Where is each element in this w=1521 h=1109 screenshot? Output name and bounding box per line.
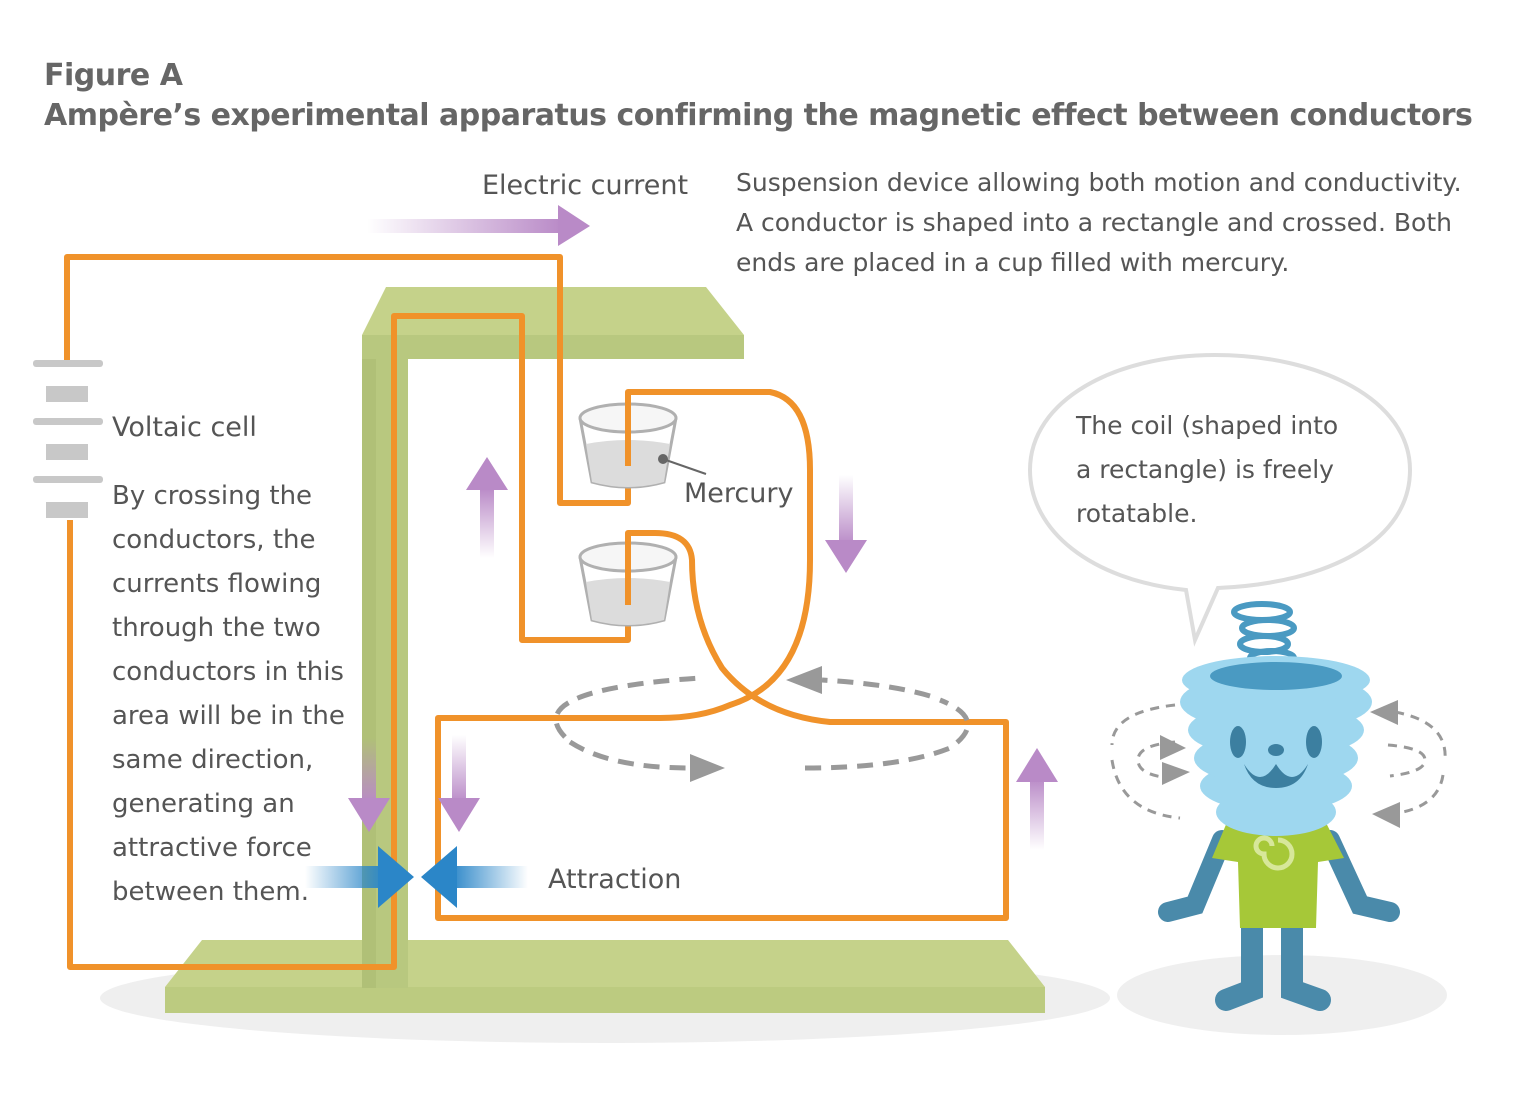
current-arrow-down-pillar xyxy=(348,738,390,832)
speech-bubble-line: The coil (shaped into xyxy=(1076,411,1339,440)
spin-indicator-right xyxy=(1387,710,1447,816)
crossing-note-line: conductors, the xyxy=(112,525,316,555)
spin-indicator-left xyxy=(1110,703,1181,820)
figure-label: Figure A xyxy=(44,58,183,93)
crossing-note-line: By crossing the xyxy=(112,481,313,511)
speech-bubble-line: a rectangle) is freely xyxy=(1076,455,1334,484)
right-eye xyxy=(1306,726,1322,758)
spring-icon xyxy=(1231,601,1297,668)
crossing-note-line: attractive force xyxy=(112,833,312,863)
electric-current-label: Electric current xyxy=(482,170,689,201)
crossing-note-line: generating an xyxy=(112,789,295,819)
coil-character xyxy=(1110,601,1447,1011)
rotation-indicator xyxy=(553,666,971,782)
current-arrow-down-coil xyxy=(438,735,480,832)
mouth xyxy=(1244,764,1308,788)
attraction-arrow-right xyxy=(305,846,414,908)
crossing-note-line: through the two xyxy=(112,613,321,643)
crossing-note-line: between them. xyxy=(112,877,309,907)
speech-bubble xyxy=(1027,352,1413,647)
speech-bubble-text: The coil (shaped into a rectangle) is fr… xyxy=(1076,404,1338,536)
crossing-note-line: same direction, xyxy=(112,745,314,775)
crossing-note-line: conductors in this xyxy=(112,657,344,687)
stand-base xyxy=(165,940,1045,1013)
voltaic-cell-icon xyxy=(33,360,103,518)
suspension-note-line: ends are placed in a cup filled with mer… xyxy=(736,248,1290,277)
left-eye xyxy=(1230,726,1246,758)
mercury-cup-lower xyxy=(578,540,678,627)
attraction-arrow-left xyxy=(421,846,528,908)
mercury-label: Mercury xyxy=(684,478,794,509)
suspension-note-line: Suspension device allowing both motion a… xyxy=(736,168,1462,197)
attraction-label: Attraction xyxy=(548,864,682,895)
current-arrow-up-left xyxy=(466,457,508,558)
suspension-note-line: A conductor is shaped into a rectangle a… xyxy=(736,208,1452,237)
current-arrow-down-right xyxy=(825,475,867,573)
suspension-note: Suspension device allowing both motion a… xyxy=(736,163,1462,283)
mercury-cup-upper xyxy=(578,402,707,489)
current-arrow-top xyxy=(367,205,590,246)
voltaic-cell-label: Voltaic cell xyxy=(112,412,257,443)
stand-arm xyxy=(362,287,744,359)
crossing-note-line: area will be in the xyxy=(112,701,345,731)
crossing-note-line: currents flowing xyxy=(112,569,322,599)
speech-bubble-line: rotatable. xyxy=(1076,499,1198,528)
wire-circuit xyxy=(64,254,1009,970)
figure-title: Ampère’s experimental apparatus confirmi… xyxy=(44,98,1473,133)
current-arrow-up-coil xyxy=(1016,748,1058,850)
crossing-note: By crossing the conductors, the currents… xyxy=(112,474,345,914)
